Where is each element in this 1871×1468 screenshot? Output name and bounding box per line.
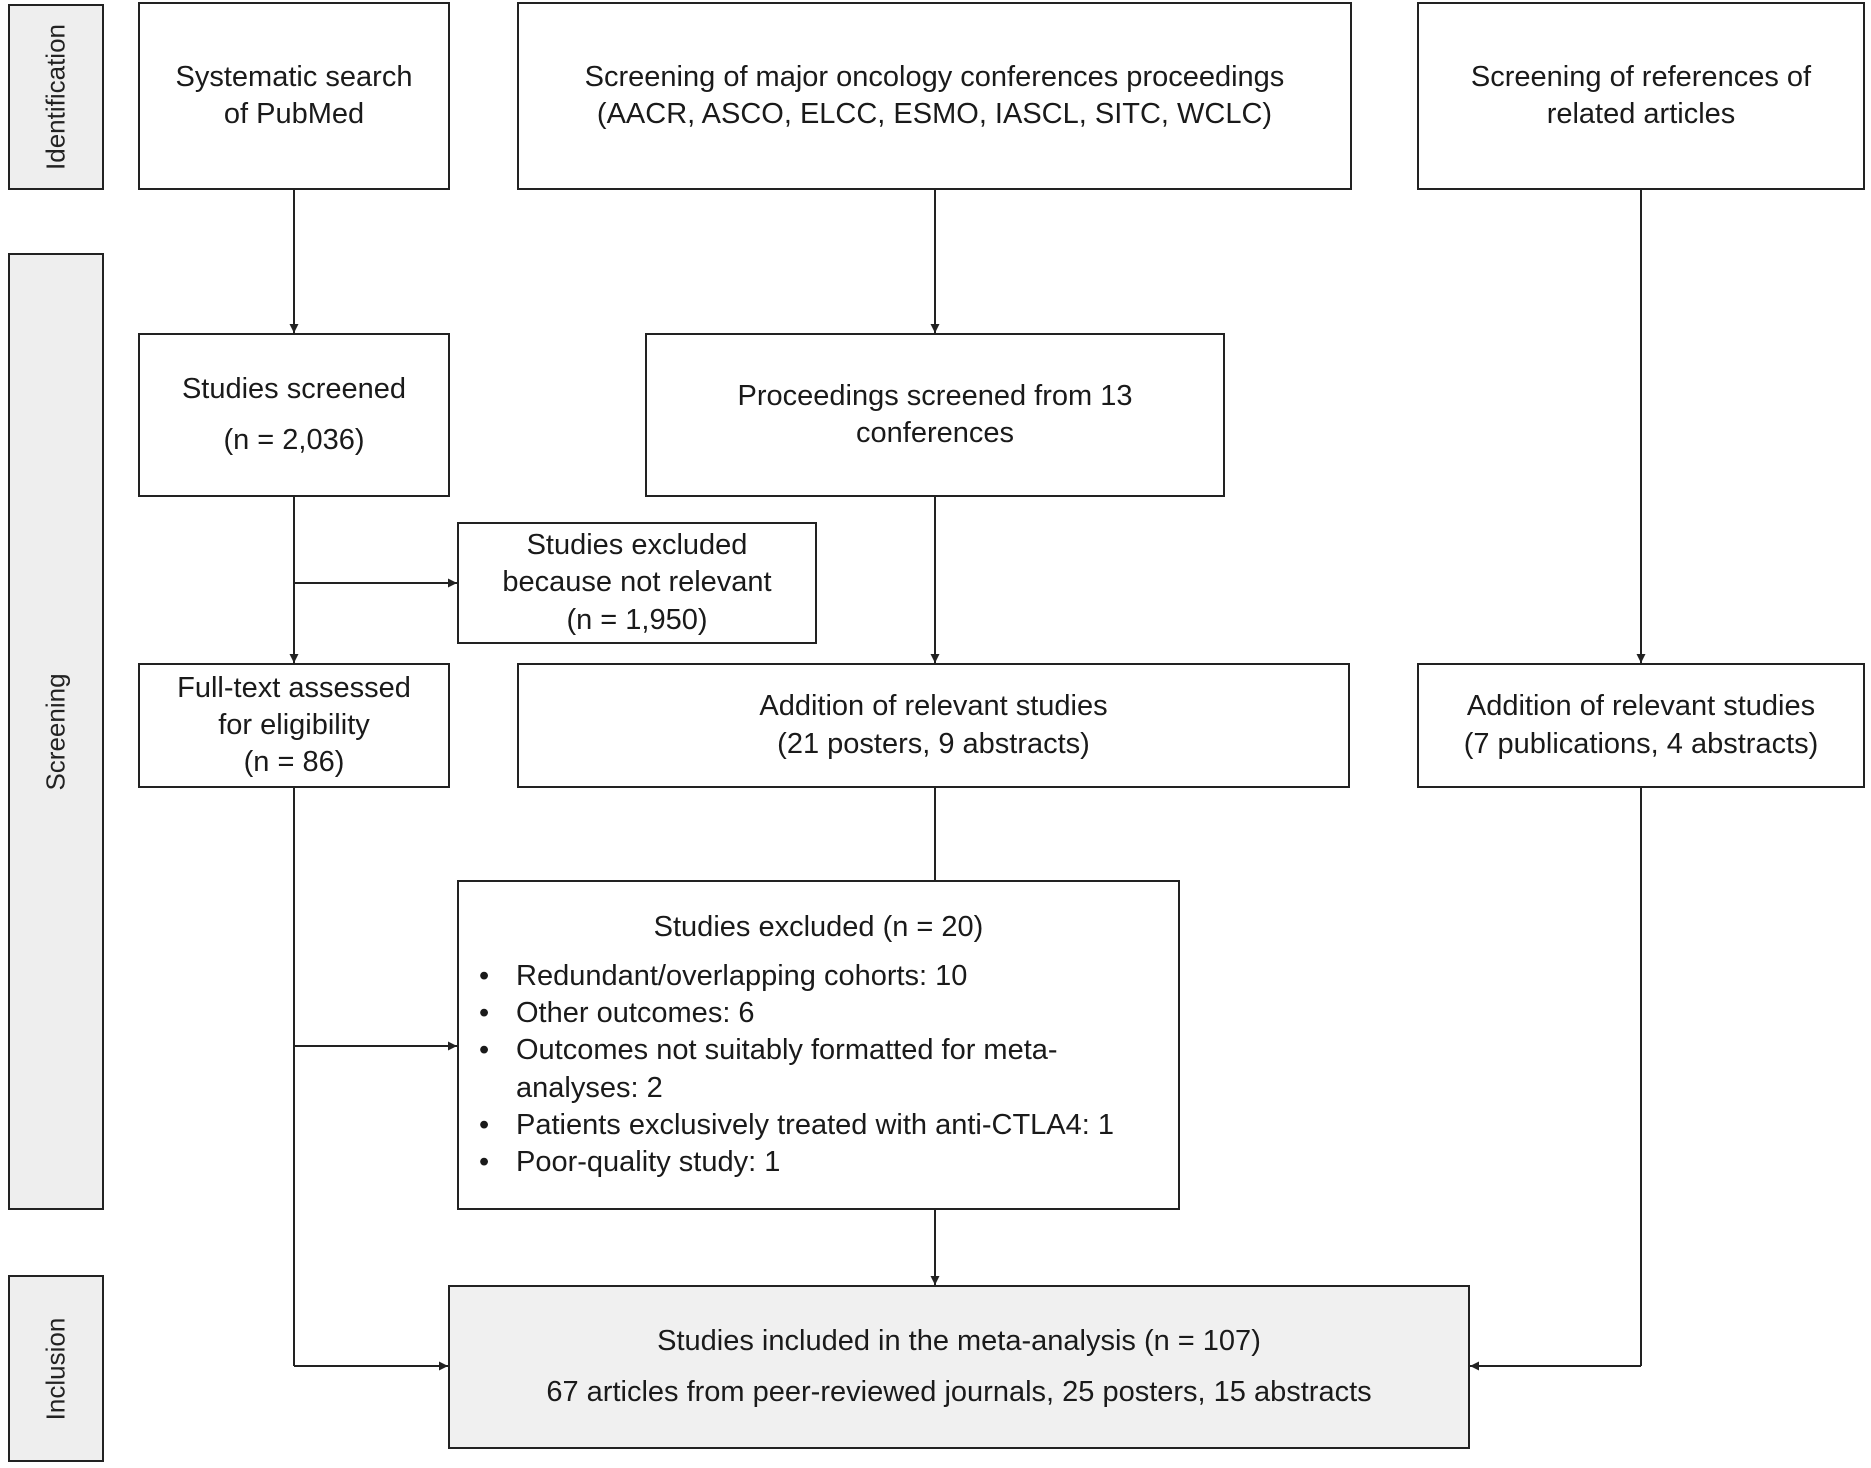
- stage-screening: Screening: [8, 253, 104, 1210]
- excluded-not-relevant-line-2: because not relevant: [502, 566, 772, 599]
- pubmed-line-1: Systematic search: [175, 60, 413, 93]
- box-addition-references: Addition of relevant studies (7 publicat…: [1417, 663, 1865, 788]
- included-breakdown: 67 articles from peer-reviewed journals,…: [546, 1376, 1372, 1408]
- box-studies-screened: Studies screened (n = 2,036): [138, 333, 450, 497]
- box-addition-conferences: Addition of relevant studies (21 posters…: [517, 663, 1350, 788]
- box-reference-screening: Screening of references of related artic…: [1417, 2, 1865, 190]
- box-pubmed-search: Systematic search of PubMed: [138, 2, 450, 190]
- references-line-2: related articles: [1546, 98, 1736, 130]
- addition-conferences-line-1: Addition of relevant studies: [759, 690, 1108, 723]
- included-title: Studies included in the meta-analysis (n…: [657, 1324, 1261, 1357]
- excluded-not-relevant-line-1: Studies excluded: [526, 529, 748, 562]
- addition-references-line-1: Addition of relevant studies: [1466, 690, 1816, 723]
- box-excluded-not-relevant: Studies excluded because not relevant (n…: [457, 522, 817, 644]
- box-studies-excluded-20: Studies excluded (n = 20) Redundant/over…: [457, 880, 1180, 1210]
- stage-identification-label: Identification: [40, 24, 71, 170]
- stage-inclusion-label: Inclusion: [40, 1317, 71, 1420]
- proceedings-line-2: conferences: [856, 417, 1014, 449]
- addition-references-line-2: (7 publications, 4 abstracts): [1463, 727, 1819, 760]
- pubmed-line-2: of PubMed: [223, 98, 365, 130]
- references-line-1: Screening of references of: [1470, 60, 1812, 93]
- exclusion-reason: Outcomes not suitably formatted for meta…: [459, 1032, 1178, 1106]
- conferences-line-2: (AACR, ASCO, ELCC, ESMO, IASCL, SITC, WC…: [596, 98, 1273, 130]
- stage-screening-label: Screening: [40, 672, 71, 791]
- excluded-20-title: Studies excluded (n = 20): [653, 911, 984, 944]
- fulltext-line-2: for eligibility: [218, 708, 370, 741]
- box-conference-screening: Screening of major oncology conferences …: [517, 2, 1352, 190]
- proceedings-line-1: Proceedings screened from 13: [737, 379, 1133, 412]
- box-studies-included: Studies included in the meta-analysis (n…: [448, 1285, 1470, 1449]
- fulltext-count: (n = 86): [243, 746, 345, 779]
- exclusion-reasons-list: Redundant/overlapping cohorts: 10 Other …: [459, 958, 1178, 1181]
- excluded-not-relevant-count: (n = 1,950): [566, 603, 708, 636]
- studies-screened-count: (n = 2,036): [223, 424, 365, 456]
- addition-conferences-line-2: (21 posters, 9 abstracts): [777, 727, 1090, 760]
- box-proceedings-screened: Proceedings screened from 13 conferences: [645, 333, 1225, 497]
- conferences-line-1: Screening of major oncology conferences …: [584, 60, 1285, 93]
- exclusion-reason: Other outcomes: 6: [459, 995, 1178, 1032]
- stage-inclusion: Inclusion: [8, 1275, 104, 1462]
- fulltext-line-1: Full-text assessed: [177, 671, 411, 704]
- studies-screened-label: Studies screened: [181, 372, 407, 405]
- box-fulltext-assessed: Full-text assessed for eligibility (n = …: [138, 663, 450, 788]
- exclusion-reason: Patients exclusively treated with anti-C…: [459, 1107, 1178, 1144]
- exclusion-reason: Redundant/overlapping cohorts: 10: [459, 958, 1178, 995]
- exclusion-reason: Poor-quality study: 1: [459, 1144, 1178, 1181]
- stage-identification: Identification: [8, 4, 104, 190]
